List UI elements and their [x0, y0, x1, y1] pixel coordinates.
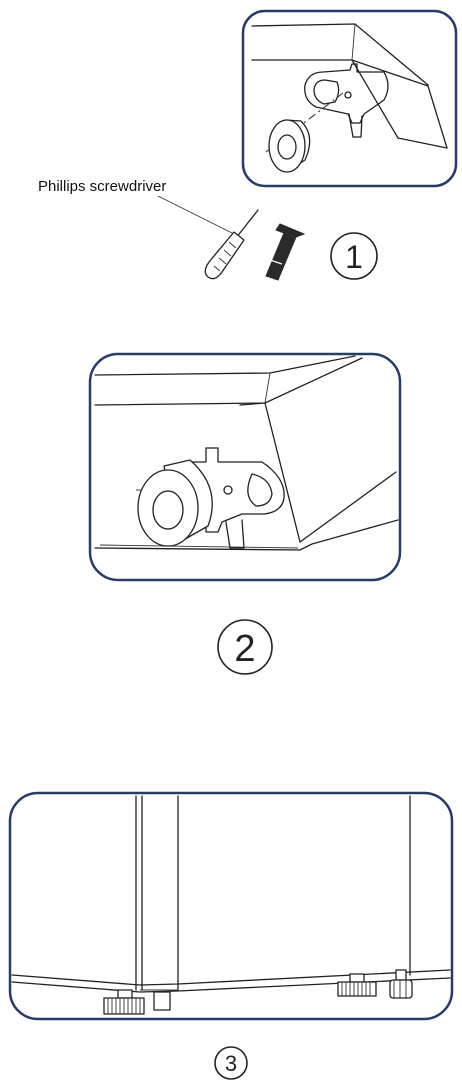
- svg-text:3: 3: [225, 1051, 237, 1076]
- step-2-number: 2: [217, 619, 273, 675]
- leveling-foot-icon: [337, 973, 377, 997]
- rear-caster-icon: [389, 969, 413, 999]
- up-arrow-icon: [265, 223, 306, 281]
- step-3-number: 3: [214, 1046, 248, 1080]
- screwdriver-icon: [204, 209, 259, 280]
- caster-wheel-icon: [268, 119, 311, 173]
- step3-detail-panel: [8, 791, 454, 1021]
- svg-text:2: 2: [234, 628, 255, 670]
- center-foot: [153, 991, 171, 1011]
- svg-text:1: 1: [345, 239, 363, 275]
- step1-detail-panel: [241, 9, 458, 188]
- caster-wheel-icon: [137, 459, 213, 547]
- step-1-number: 1: [330, 232, 378, 280]
- label-leader-line: [157, 195, 239, 237]
- leveling-foot-icon: [103, 989, 145, 1015]
- screwdriver-label: Phillips screwdriver: [38, 178, 166, 195]
- step2-detail-panel: [88, 352, 402, 582]
